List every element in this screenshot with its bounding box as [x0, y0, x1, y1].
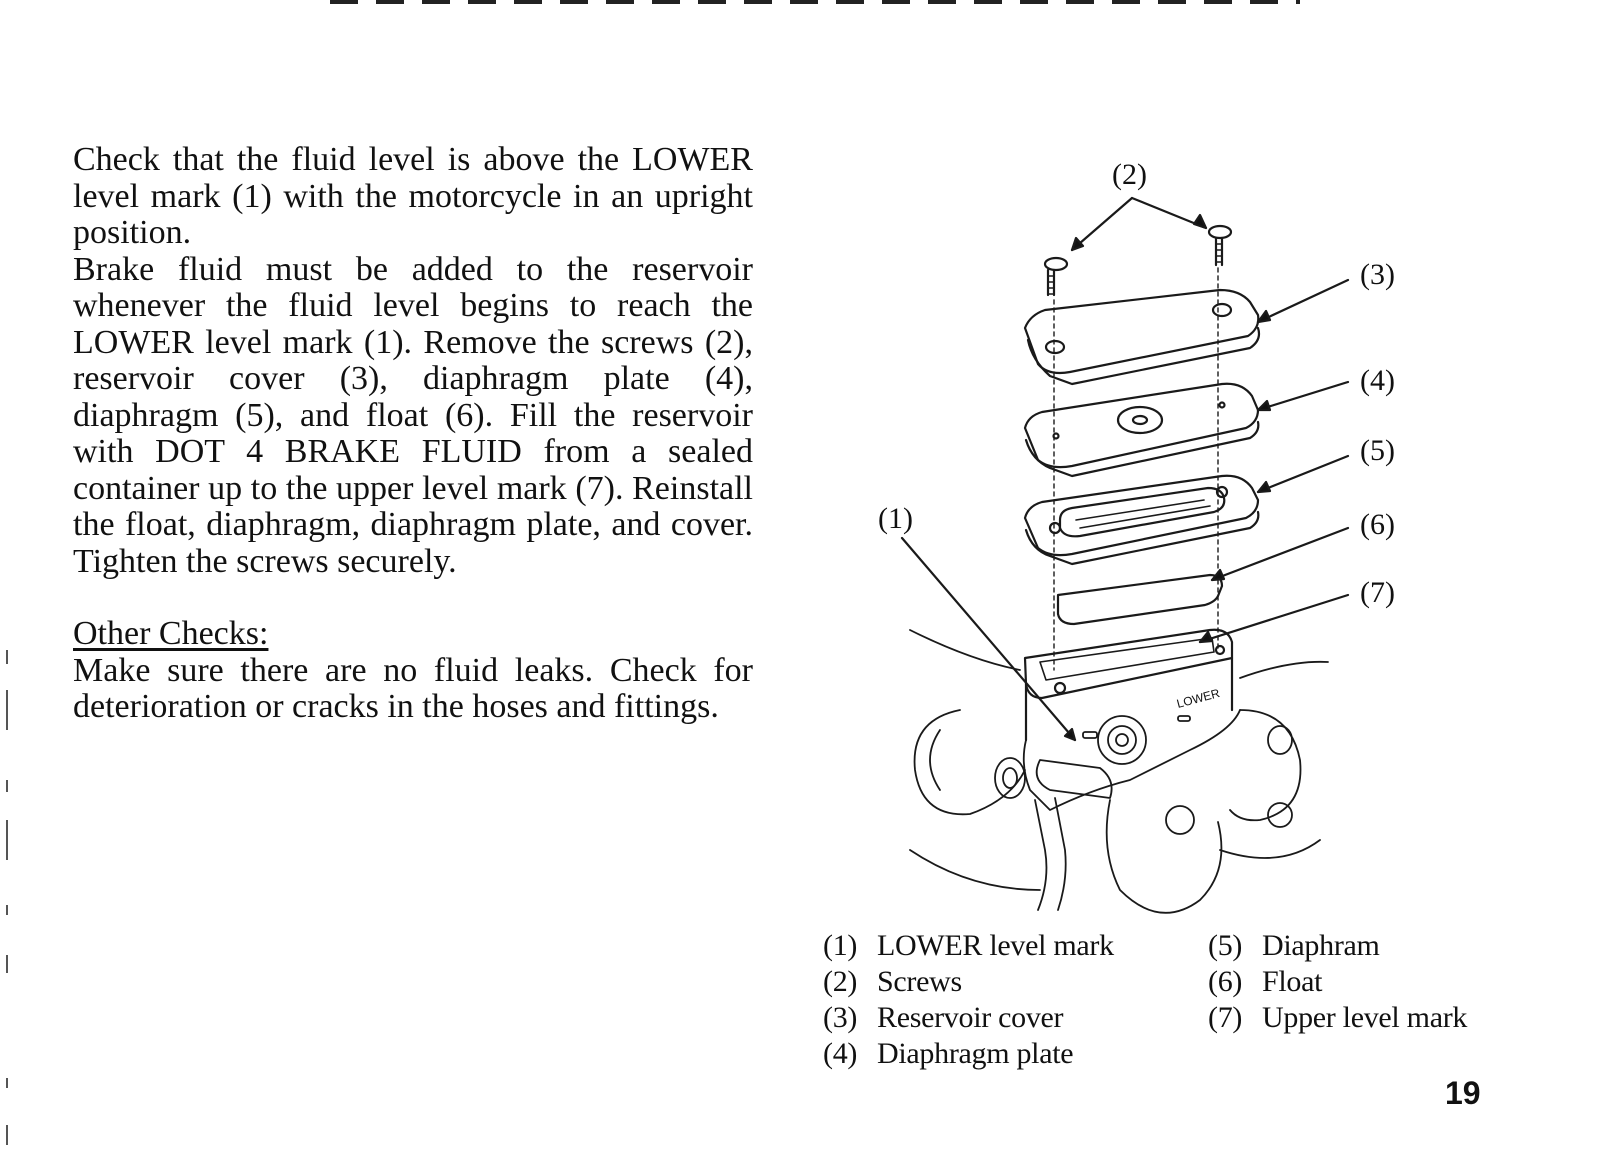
other-checks-heading: Other Checks: — [73, 615, 269, 652]
reservoir-cover-icon — [1023, 278, 1350, 386]
float-icon — [1056, 526, 1350, 626]
legend-item-7: (7)Upper level mark — [1208, 1001, 1468, 1034]
callout-1: (1) — [878, 502, 913, 535]
master-cylinder-icon: LOWER — [909, 629, 1329, 914]
screws-leader-lines — [1070, 196, 1208, 252]
callout-4: (4) — [1360, 364, 1395, 397]
diaphragm-icon — [1023, 454, 1350, 566]
legend-item-4: (4)Diaphragm plate — [823, 1037, 1074, 1070]
scan-edge-marks — [6, 0, 10, 1172]
fluid-level-paragraph: Check that the fluid level is above the … — [73, 141, 753, 251]
legend-item-2: (2)Screws — [823, 965, 962, 998]
legend-right-column: (5)Diaphram (6)Float (7)Upper level mark — [1208, 928, 1467, 1036]
other-checks-paragraph: Make sure there are no fluid leaks. Chec… — [73, 651, 753, 725]
lower-mark-leader — [900, 536, 1077, 742]
lower-marking-text: LOWER — [1175, 686, 1221, 711]
reservoir-body-icon — [1023, 593, 1350, 742]
screws-icon — [1043, 224, 1233, 297]
page-number: 19 — [1445, 1075, 1481, 1111]
diaphragm-plate-icon — [1023, 380, 1350, 478]
top-decorative-rule — [330, 0, 1300, 4]
instructions-column: Check that the fluid level is above the … — [73, 141, 753, 726]
legend-item-5: (5)Diaphram — [1208, 929, 1380, 962]
callout-5: (5) — [1360, 434, 1395, 467]
callout-2: (2) — [1112, 158, 1147, 191]
alignment-lines — [1053, 267, 1219, 671]
legend-item-3: (3)Reservoir cover — [823, 1001, 1064, 1034]
callout-6: (6) — [1360, 508, 1395, 541]
refill-procedure-paragraph: Brake fluid must be added to the reservo… — [73, 250, 753, 580]
legend-left-column: (1)LOWER level mark (2)Screws (3)Reservo… — [823, 928, 1114, 1072]
legend-item-1: (1)LOWER level mark — [823, 929, 1114, 962]
callout-7: (7) — [1360, 576, 1395, 609]
brake-reservoir-diagram: (2) (3) (4) (5) (6) (7) (1) — [860, 150, 1470, 930]
callout-3: (3) — [1360, 258, 1395, 291]
legend-item-6: (6)Float — [1208, 965, 1323, 998]
